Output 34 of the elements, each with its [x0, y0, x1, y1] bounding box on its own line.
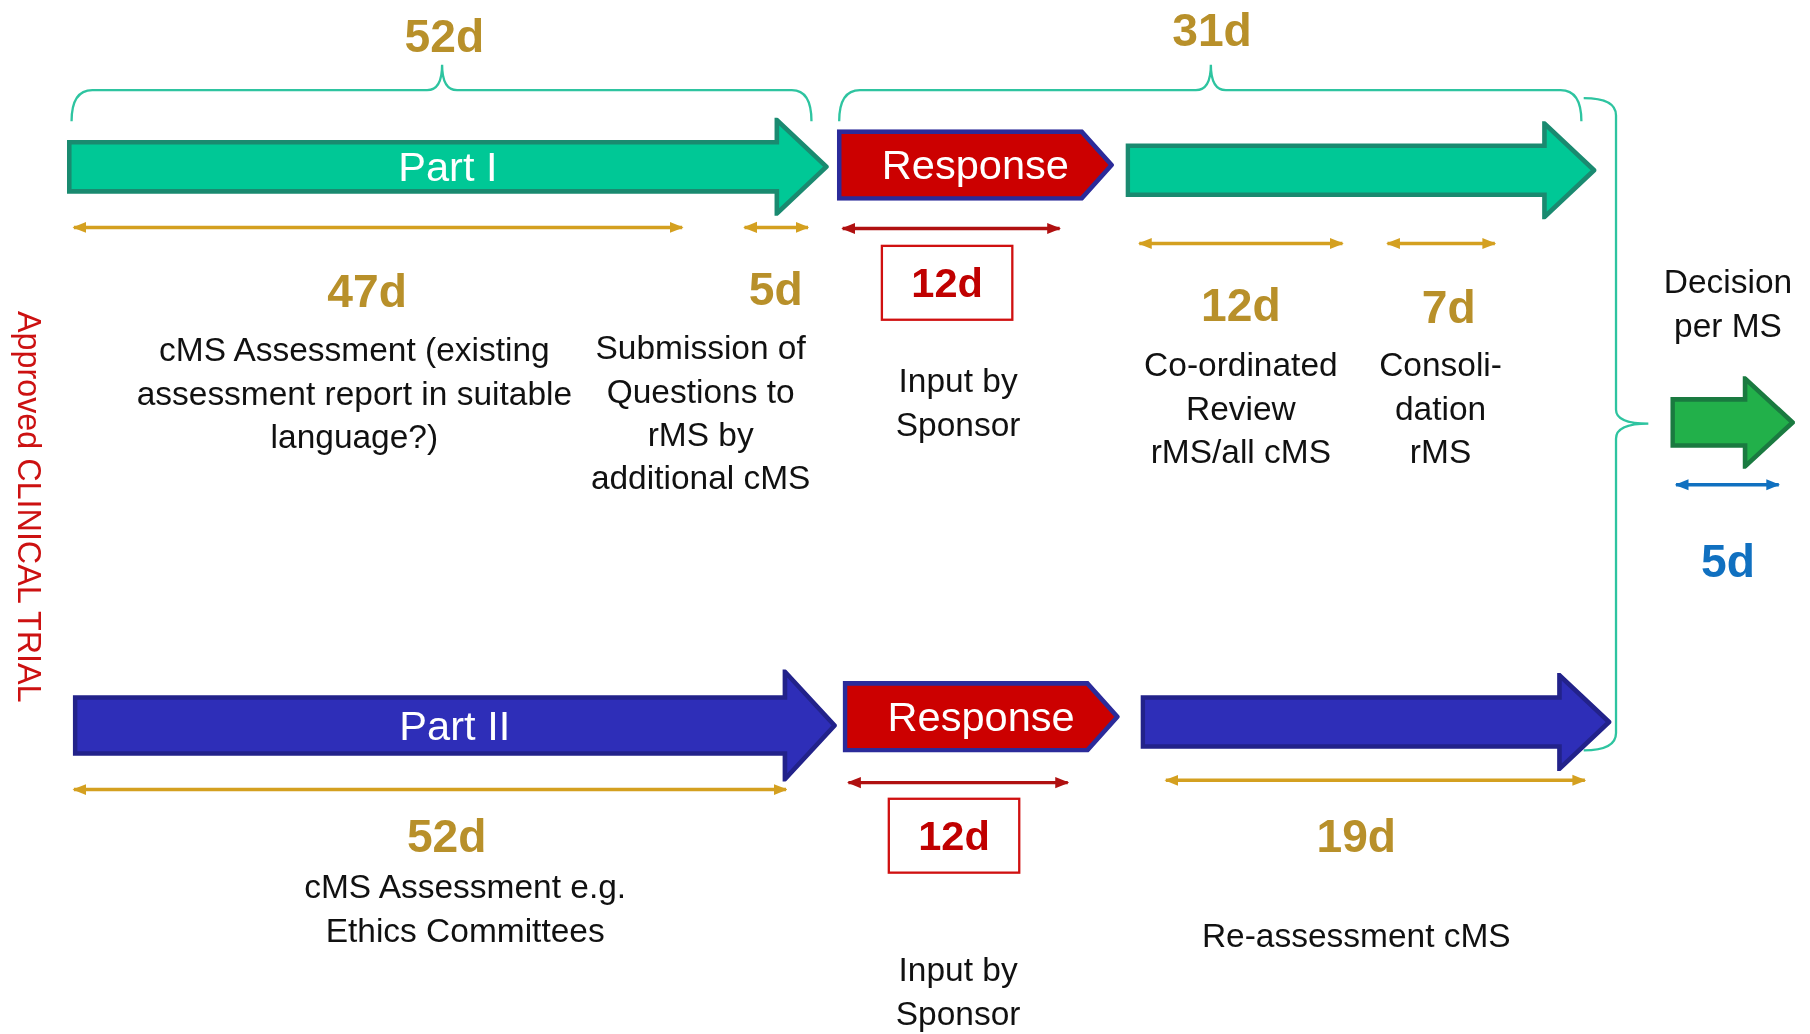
description-text: Decision per MS	[1662, 262, 1794, 346]
arrow-shape	[1670, 376, 1795, 469]
description-text: Input by Sponsor	[894, 361, 1022, 445]
description-text: cMS Assessment (existing assessment report in suitable language?)	[135, 330, 574, 458]
arrow-label: Response	[881, 140, 1069, 190]
duration-label: 5d	[1700, 534, 1756, 589]
description-text: Input by Sponsor	[894, 950, 1022, 1034]
duration-label: 47d	[326, 264, 408, 319]
description-text: Consoli- dation rMS	[1378, 345, 1503, 473]
pentagon-block	[842, 681, 1120, 753]
duration-label: 12d	[911, 258, 983, 308]
description-text: cMS Assessment e.g. Ethics Committees	[303, 867, 628, 951]
duration-label: 52d	[405, 809, 488, 864]
arrow-label: Part II	[399, 701, 511, 750]
duration-label: 31d	[1171, 3, 1253, 58]
description-text: Re-assessment cMS	[1200, 915, 1512, 956]
duration-label: 7d	[1420, 280, 1477, 335]
description-text: Co-ordinated Review rMS/all cMS	[1143, 345, 1339, 473]
duration-label: 12d	[1200, 278, 1282, 333]
duration-box	[887, 797, 1021, 874]
duration-label: 52d	[403, 9, 486, 64]
description-text: Submission of Questions to rMS by additional cMS	[589, 328, 812, 499]
arrow-shape	[66, 117, 829, 216]
arrow-shape	[1125, 121, 1597, 220]
pentagon-block	[836, 129, 1114, 201]
arrow-shape	[1140, 672, 1612, 772]
duration-box	[880, 244, 1014, 321]
arrow-shape	[72, 669, 837, 782]
duration-label: 12d	[918, 811, 990, 860]
arrow-label: Response	[887, 692, 1075, 742]
duration-label: 19d	[1315, 809, 1398, 864]
side-label: Approved CLINICAL TRIAL	[12, 309, 45, 705]
arrow-label: Part I	[398, 142, 498, 192]
duration-label: 5d	[747, 262, 804, 316]
